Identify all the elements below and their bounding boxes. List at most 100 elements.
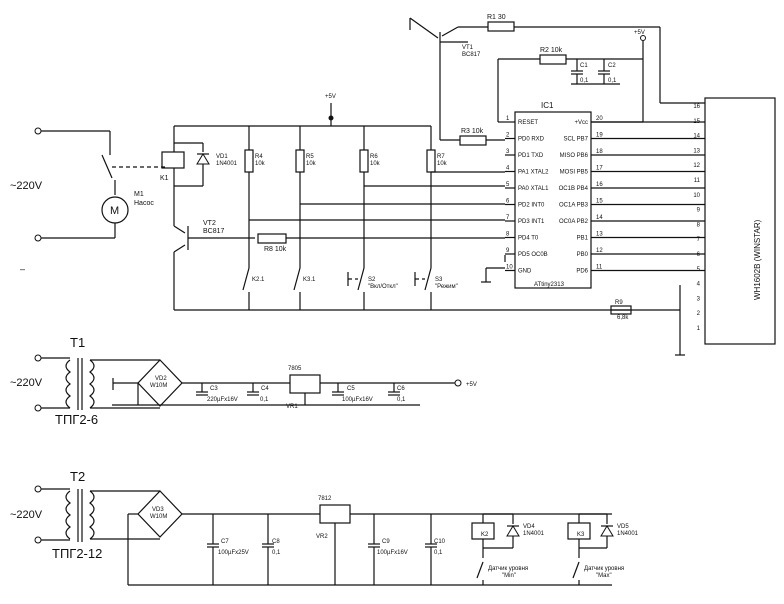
ic1-pin-number: 10 — [506, 265, 513, 271]
lcd-pin-number: 2 — [697, 311, 701, 317]
svg-text:1N4001: 1N4001 — [523, 531, 545, 537]
svg-text:M: M — [110, 205, 119, 217]
resistor-r5 — [295, 149, 305, 173]
svg-text:ТПГ2-6: ТПГ2-6 — [55, 412, 98, 427]
resistor-r4 — [244, 149, 254, 173]
ic1-pin-number: 16 — [596, 182, 603, 188]
ic1-pin-name: PA0 XTAL1 — [518, 186, 549, 192]
svg-text:VD5: VD5 — [617, 524, 629, 530]
ic1-pin-number: 17 — [596, 166, 603, 172]
svg-text:R6: R6 — [370, 154, 378, 160]
ic1-pin-name: PD2 INT0 — [518, 203, 545, 209]
svg-text:100µFx16V: 100µFx16V — [377, 550, 408, 556]
svg-text:C4: C4 — [261, 386, 269, 392]
sensor-min-switch — [476, 561, 484, 579]
ic1-pin-number: 20 — [596, 116, 603, 122]
ic1-pin-number: 8 — [506, 232, 510, 238]
svg-text:+5V: +5V — [325, 94, 336, 100]
ic1-pin-number: 4 — [506, 166, 510, 172]
resistor-r7 — [426, 149, 436, 173]
lcd-pin-number: 16 — [693, 104, 700, 110]
ic1-pin-number: 15 — [596, 199, 603, 205]
psu2: T2 ТПГ2-12 ~220V VD3 W10M C7 100µFx25V C… — [10, 469, 639, 586]
lcd-pin-number: 4 — [697, 282, 701, 288]
ic1-pin-number: 6 — [506, 199, 510, 205]
ic1-pin-name: SCL PB7 — [564, 137, 589, 143]
switch-k31 — [293, 267, 301, 291]
ic1-pin-name: PD6 — [576, 269, 588, 275]
ic1-pin-name: PD1 TXD — [518, 153, 544, 159]
svg-text:R9: R9 — [615, 300, 623, 306]
svg-text:"Вкл/Откл": "Вкл/Откл" — [368, 284, 398, 290]
lcd-pin-number: 10 — [693, 193, 700, 199]
svg-text:6,8k: 6,8k — [617, 315, 629, 321]
ic1-pin-name: PD3 INT1 — [518, 219, 545, 225]
svg-text:C5: C5 — [347, 386, 355, 392]
svg-text:1N4001: 1N4001 — [216, 161, 238, 167]
svg-text:10k: 10k — [437, 161, 448, 167]
svg-text:ATtiny2313: ATtiny2313 — [534, 282, 565, 288]
svg-text:W10M: W10M — [150, 514, 167, 520]
mains-input-top: ~220V M M1 Насос – — [10, 127, 168, 274]
resistor-r8 — [257, 233, 287, 244]
svg-text:–: – — [20, 264, 25, 274]
ic1-pin-number: 14 — [596, 215, 603, 221]
svg-text:"Max": "Max" — [596, 573, 612, 579]
svg-text:R8 10k: R8 10k — [264, 246, 287, 253]
ic1-pin-name: GND — [518, 269, 532, 275]
svg-text:S2: S2 — [368, 277, 376, 283]
motor-ref: M1 — [134, 191, 144, 198]
regulator-7812 — [319, 504, 351, 524]
svg-text:R7: R7 — [437, 154, 445, 160]
svg-text:W10M: W10M — [150, 383, 167, 389]
svg-text:C3: C3 — [210, 386, 218, 392]
svg-text:C6: C6 — [397, 386, 405, 392]
svg-text:~220V: ~220V — [10, 377, 43, 389]
resistor-r1 — [487, 21, 515, 32]
ic1-pin-number: 7 — [506, 215, 510, 221]
lcd-pin-number: 3 — [697, 296, 701, 302]
svg-text:7812: 7812 — [318, 496, 332, 502]
svg-text:0,1: 0,1 — [397, 397, 406, 403]
lcd-part: WH1602B (WINSTAR) — [753, 219, 762, 300]
ic1-pin-number: 5 — [506, 182, 510, 188]
t1-secondary — [89, 359, 95, 409]
resistor-r6 — [359, 149, 369, 173]
svg-text:Датчик уровня: Датчик уровня — [488, 566, 528, 572]
lcd-pin-number: 12 — [693, 163, 700, 169]
svg-text:Датчик уровня: Датчик уровня — [584, 566, 624, 572]
bridge-vd2 — [137, 359, 183, 407]
ic1-pin-number: 12 — [596, 248, 603, 254]
svg-text:VT1: VT1 — [462, 45, 474, 51]
svg-text:VR2: VR2 — [316, 534, 328, 540]
svg-text:VD3: VD3 — [152, 507, 164, 513]
ic1-pin-number: 19 — [596, 133, 603, 139]
switch-s2 — [357, 267, 365, 291]
ic1-pin-number: 13 — [596, 232, 603, 238]
pullup-network: +5V R4 10k R5 10k R6 10k R7 10k — [173, 94, 505, 268]
svg-text:C7: C7 — [221, 539, 229, 545]
svg-text:R2 10k: R2 10k — [540, 47, 563, 54]
bridge-vd3 — [137, 490, 183, 538]
switch-k21 — [242, 267, 250, 291]
svg-text:VD1: VD1 — [216, 154, 228, 160]
svg-text:10k: 10k — [306, 161, 317, 167]
svg-text:K2.1: K2.1 — [252, 277, 265, 283]
psu1: T1 ТПГ2-6 ~220V VD2 W10M C3 220µFx16V C4… — [10, 335, 477, 427]
ic1-pin-name: +Vcc — [574, 120, 588, 126]
svg-text:+5V: +5V — [634, 30, 645, 36]
ic1-pin-name: PB1 — [577, 236, 589, 242]
svg-text:T2: T2 — [70, 469, 85, 484]
motor-desc: Насос — [134, 200, 154, 207]
mains-terminal-1 — [34, 127, 42, 135]
ic1-pin-number: 1 — [506, 116, 510, 122]
svg-text:IC1: IC1 — [541, 101, 554, 110]
t1-primary — [65, 359, 71, 409]
resistor-r2 — [539, 54, 567, 65]
svg-text:C8: C8 — [272, 539, 280, 545]
svg-text:C9: C9 — [382, 539, 390, 545]
lcd-pin-number: 13 — [693, 148, 700, 154]
svg-text:C10: C10 — [434, 539, 446, 545]
relay-k1-contact — [101, 154, 113, 179]
